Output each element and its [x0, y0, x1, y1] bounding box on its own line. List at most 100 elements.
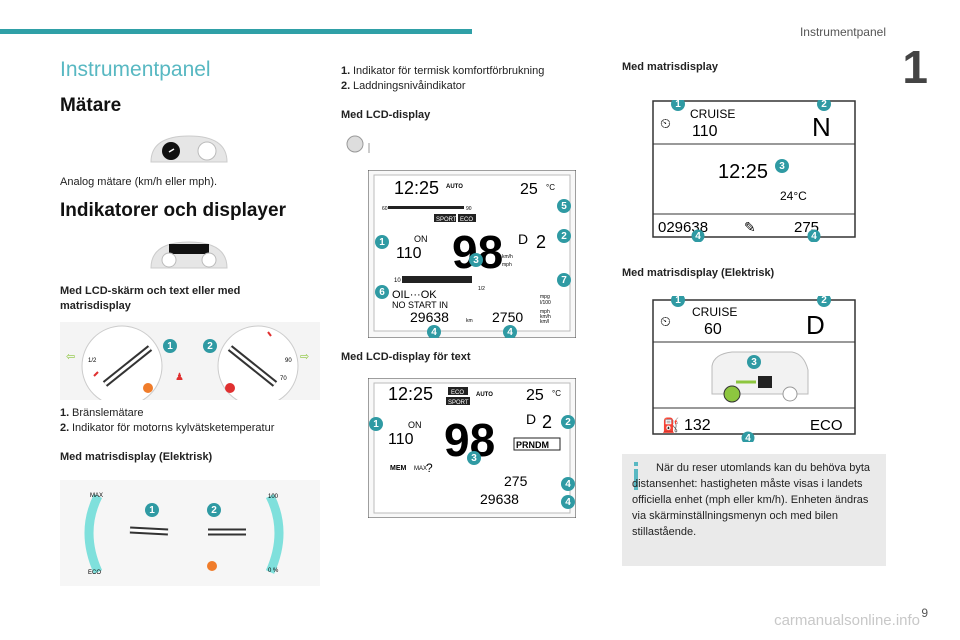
badge-5: 5 — [557, 199, 571, 213]
middle-list: 1.Indikator för termisk komfortförbrukni… — [341, 64, 544, 94]
lcd-on: ON — [414, 234, 428, 244]
lcd2-on: ON — [408, 420, 422, 430]
gauges-heading: Mätare — [60, 95, 122, 116]
lcd2-temp-unit: °C — [552, 389, 561, 398]
m1-temp: 24°C — [780, 189, 807, 203]
gauge-100-label: 100 — [268, 494, 279, 500]
indicator-list: 1.Bränslemätare 2.Indikator för motorns … — [60, 406, 274, 436]
lcd2-prndm: PRNDM — [516, 440, 549, 450]
svg-text:4: 4 — [431, 327, 437, 338]
lcd-gear-num: 2 — [536, 232, 546, 252]
badge-4: 4 — [503, 325, 517, 338]
svg-text:2: 2 — [821, 296, 827, 306]
lcd-temp-unit: °C — [546, 183, 555, 192]
svg-text:2: 2 — [821, 100, 827, 110]
svg-text:3: 3 — [471, 453, 477, 464]
badge-1: 1 — [145, 503, 159, 517]
lcd-mpg: mpg — [540, 294, 550, 300]
lcd2-q: ? — [426, 461, 433, 475]
lcd-temp: 25 — [520, 181, 538, 198]
lcd-l100: l/100 — [540, 300, 551, 306]
analog-caption: Analog mätare (km/h eller mph). — [60, 176, 218, 188]
badge-1: 1 — [375, 235, 389, 249]
indicators-heading: Indikatorer och displayer — [60, 200, 286, 221]
matrix-electric-label: Med matrisdisplay (Elektrisk) — [622, 267, 775, 279]
lcd-display-label: Med LCD-display — [341, 109, 431, 121]
wrench-icon: ✎ — [744, 219, 756, 235]
list-item: 1.Bränslemätare — [60, 407, 144, 419]
m1-cruise: CRUISE — [690, 107, 735, 121]
gauge-70-label: 70 — [280, 376, 287, 382]
matrix-electric-left-label: Med matrisdisplay (Elektrisk) — [60, 451, 213, 463]
gauge-max-label: MAX — [90, 493, 103, 499]
steering-wheel-icon — [346, 135, 370, 153]
badge-3: 3 — [775, 159, 789, 173]
svg-text:2: 2 — [561, 231, 567, 242]
matrix-display-2: ⏲ CRUISE 60 D ⛽ 132 ECO 1 2 3 4 — [652, 296, 856, 442]
warning-light-red — [225, 383, 235, 393]
lcd-text-or-matrix-label: Med LCD-skärm och text eller med matrisd… — [60, 285, 241, 312]
badge-1: 1 — [369, 417, 383, 431]
lcd-gear: D — [518, 231, 528, 247]
badge-2: 2 — [817, 100, 831, 111]
m1-speed: 110 — [692, 123, 718, 140]
lcd-display-2: 12:25 ECO SPORT AUTO 25 °C ON 110 98 D 2… — [368, 378, 576, 518]
display-cluster-icon — [150, 241, 228, 269]
lcd-oil: OIL···OK — [392, 289, 437, 301]
lcd-sport: SPORT — [436, 217, 457, 223]
fuel-temp-gauges: 1/2 90 70 ⇦ ⇨ ♟ 1 2 — [60, 322, 320, 400]
lcd2-sport: SPORT — [448, 400, 469, 406]
lcd-ten: 10 — [394, 278, 401, 284]
svg-text:1: 1 — [149, 505, 155, 516]
svg-text:4: 4 — [565, 497, 571, 508]
lcd-kmh: km/h — [502, 254, 513, 260]
info-icon — [634, 462, 638, 490]
lcd2-gear-num: 2 — [542, 412, 552, 432]
header-accent-bar — [0, 29, 472, 34]
svg-text:3: 3 — [473, 255, 479, 266]
badge-4: 4 — [561, 477, 575, 491]
lcd-half: 1/2 — [478, 286, 485, 292]
badge-3: 3 — [467, 451, 481, 465]
m2-gear: D — [806, 310, 825, 340]
svg-text:4: 4 — [507, 327, 513, 338]
watermark: carmanualsonline.info — [774, 612, 920, 629]
charge-plug-icon: ⛽ — [662, 417, 679, 434]
svg-text:4: 4 — [695, 231, 701, 242]
lcd-text-display-label: Med LCD-display för text — [341, 351, 471, 363]
lcd2-eco: ECO — [451, 390, 464, 396]
lcd2-temp: 25 — [526, 387, 544, 404]
lcd-kml: km/l — [540, 319, 549, 325]
svg-text:4: 4 — [565, 479, 571, 490]
lcd-nostart: NO START IN — [392, 300, 448, 310]
svg-text:2: 2 — [211, 505, 217, 516]
svg-text:7: 7 — [561, 275, 567, 286]
lcd-mph2: mph — [540, 309, 550, 315]
list-item: 2.Laddningsnivåindikator — [341, 80, 466, 92]
chapter-number: 1 — [902, 41, 928, 93]
badge-2: 2 — [207, 503, 221, 517]
badge-1: 1 — [671, 296, 685, 307]
lcd2-gear: D — [526, 411, 536, 427]
badge-6: 6 — [375, 285, 389, 299]
gauge-eco-label: ECO — [88, 570, 101, 576]
lcd-km: km — [466, 318, 473, 324]
lcd2-speed-small: 110 — [388, 431, 414, 448]
matrix-display-label: Med matrisdisplay — [622, 61, 718, 73]
svg-text:2: 2 — [565, 417, 571, 428]
svg-text:4: 4 — [811, 231, 817, 242]
badge-2: 2 — [561, 415, 575, 429]
badge-4: 4 — [741, 431, 755, 442]
svg-text:6: 6 — [379, 287, 385, 298]
lcd-trip: 2750 — [492, 309, 523, 325]
svg-text:1: 1 — [373, 419, 379, 430]
arrow-left-icon: ⇦ — [66, 351, 75, 363]
header-section-title: Instrumentpanel — [799, 25, 886, 39]
m1-gear: N — [812, 112, 831, 142]
lcd-kmh2: km/h — [540, 314, 551, 320]
lcd2-mem: MEM — [390, 465, 407, 472]
lcd-speed: 98 — [452, 226, 503, 278]
lcd-eco: ECO — [460, 217, 473, 223]
lcd-display-1: 12:25 AUTO 25 °C 60 90 SPORT ECO ON 110 … — [368, 170, 576, 338]
svg-text:2: 2 — [207, 341, 213, 352]
